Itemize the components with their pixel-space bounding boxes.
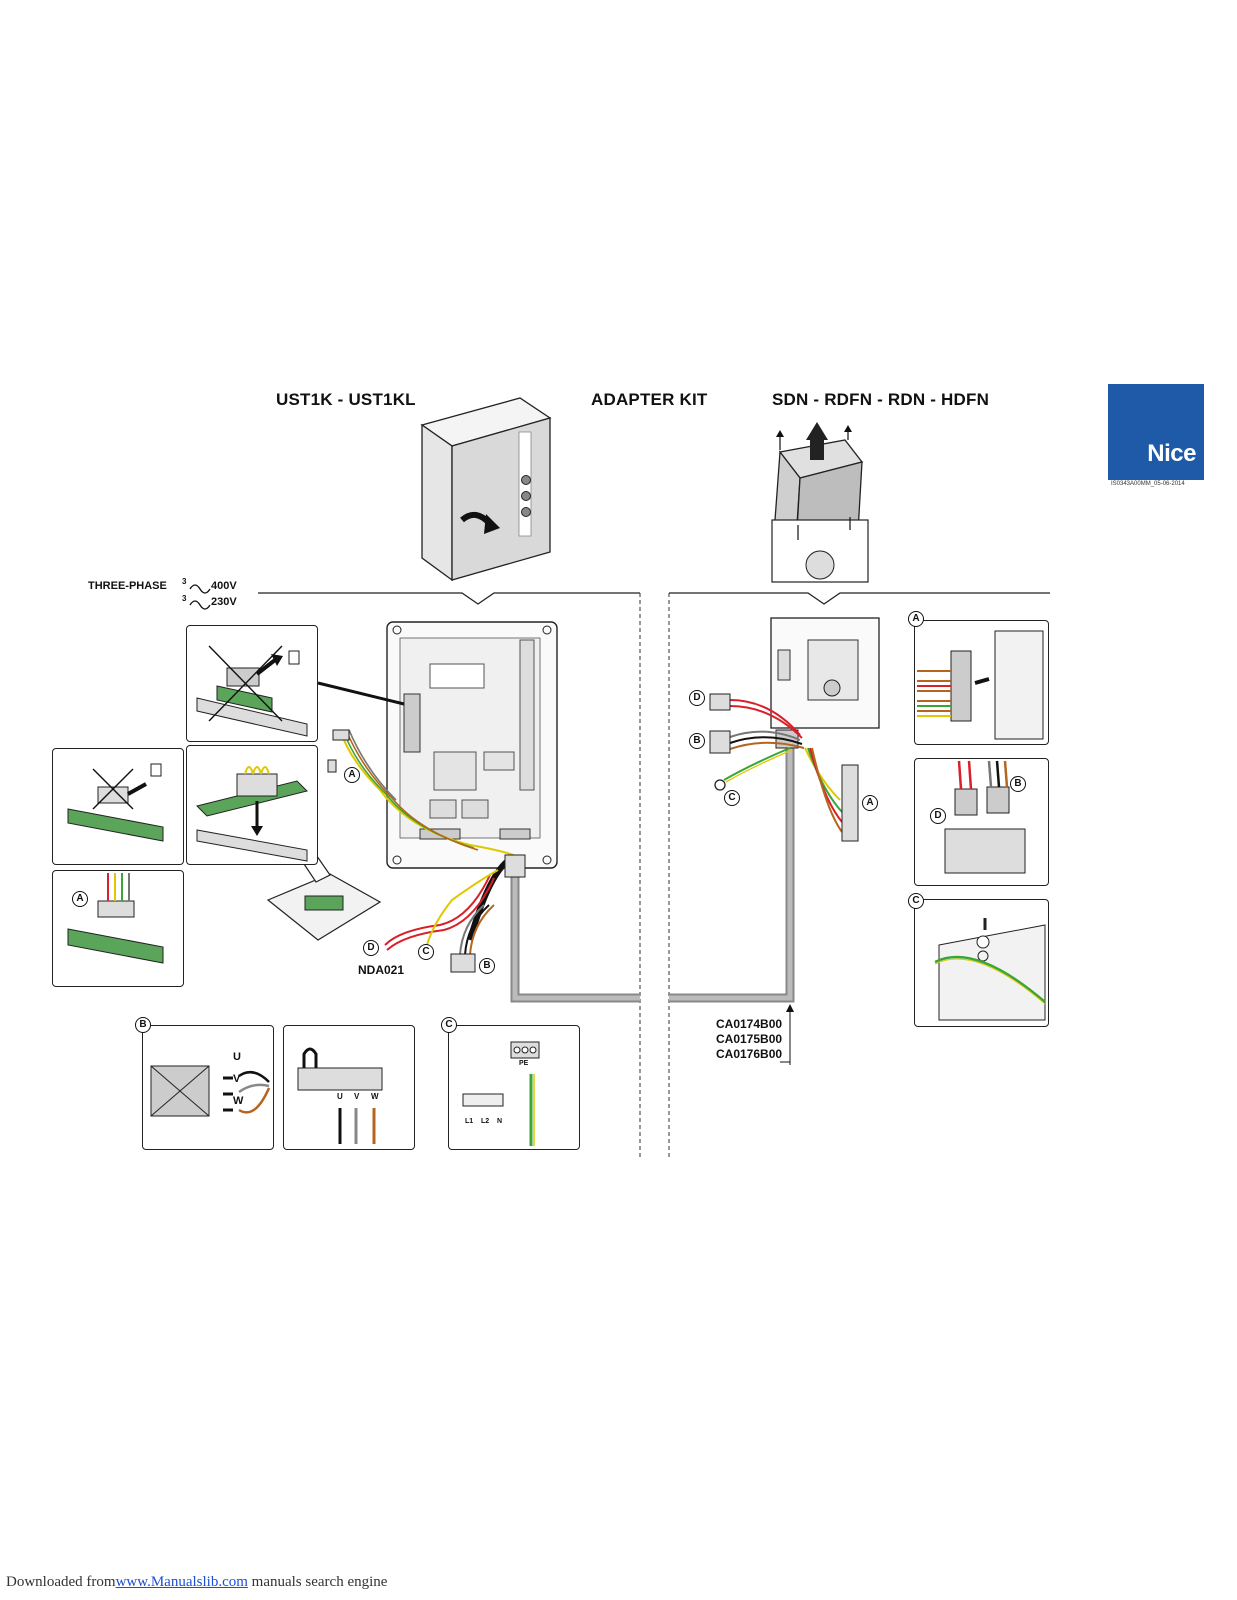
enclosure-box: [420, 397, 552, 582]
phase-superscript-1: 3: [182, 577, 187, 586]
ac-symbol-2: [189, 600, 211, 610]
part-cable-2: CA0175B00: [716, 1032, 783, 1046]
divider-left: [258, 592, 640, 605]
panel-connect-a: [52, 870, 184, 987]
motor-terminal-box: [770, 617, 880, 749]
callout-d-adapter: D: [363, 940, 379, 956]
callout-b-panel: B: [135, 1017, 151, 1033]
callout-a-panel: A: [72, 891, 88, 907]
control-board: [386, 621, 558, 869]
footer-link[interactable]: www.Manualslib.com: [115, 1574, 248, 1590]
power-label: THREE-PHASE: [88, 580, 167, 592]
panel-b-uvw-remove: U V W: [142, 1025, 274, 1150]
phase-superscript-2: 3: [182, 594, 187, 603]
callout-c-panel: C: [441, 1017, 457, 1033]
callout-b-right: B: [1010, 776, 1026, 792]
callout-b-adapter: B: [479, 958, 495, 974]
callout-a-right: A: [908, 611, 924, 627]
panel-right-c: [914, 899, 1049, 1027]
motor-cover: [771, 422, 869, 583]
terminal-label-pe: PE: [519, 1060, 529, 1067]
heading-left: UST1K - UST1KL: [276, 390, 416, 409]
voltage-230: 230V: [211, 596, 237, 608]
callout-a-board: A: [344, 767, 360, 783]
heading-right: SDN - RDFN - RDN - HDFN: [772, 390, 990, 409]
footer-prefix: Downloaded from: [6, 1574, 116, 1590]
part-adapter: NDA021: [358, 963, 405, 977]
callout-c-right: C: [908, 893, 924, 909]
brand-name: Nice: [1147, 440, 1196, 467]
part-cable-1: CA0174B00: [716, 1017, 783, 1031]
panel-right-bd: [914, 758, 1049, 886]
terminal-label-l1: L1: [465, 1118, 474, 1125]
terminal-label-w-2: W: [371, 1092, 379, 1101]
voltage-400: 400V: [211, 580, 237, 592]
heading-center: ADAPTER KIT: [591, 390, 708, 409]
terminal-label-u-1: U: [233, 1051, 241, 1063]
terminal-label-v-1: V: [233, 1073, 241, 1085]
callout-c-adapter: C: [418, 944, 434, 960]
terminal-label-l2: L2: [481, 1118, 490, 1125]
panel-insert-adapter: [186, 745, 318, 865]
callout-d-motor: D: [689, 690, 705, 706]
nice-logo: Nice: [1108, 384, 1204, 480]
part-cable-3: CA0176B00: [716, 1047, 783, 1061]
terminal-label-u-2: U: [337, 1092, 343, 1101]
callout-b-motor: B: [689, 733, 705, 749]
terminal-label-w-1: W: [233, 1095, 244, 1107]
panel-remove-connector: [52, 748, 184, 865]
panel-right-a: [914, 620, 1049, 745]
footer: Downloaded fromwww.Manualslib.com manual…: [6, 1574, 387, 1591]
panel-c-earth: PE L1 L2 N: [448, 1025, 580, 1150]
ac-symbol-1: [189, 584, 211, 594]
divider-right: [669, 592, 1050, 605]
doc-reference: IS0343A00MM_05-06-2014: [1111, 481, 1185, 487]
panel-b-uvw-connect: U V W: [283, 1025, 415, 1150]
terminal-label-n: N: [497, 1118, 503, 1125]
footer-suffix: manuals search engine: [247, 1574, 388, 1590]
callout-a-motor: A: [862, 795, 878, 811]
terminal-label-v-2: V: [354, 1092, 360, 1101]
callout-d-right: D: [930, 808, 946, 824]
panel-remove-bridge: [186, 625, 318, 742]
callout-c-motor: C: [724, 790, 740, 806]
